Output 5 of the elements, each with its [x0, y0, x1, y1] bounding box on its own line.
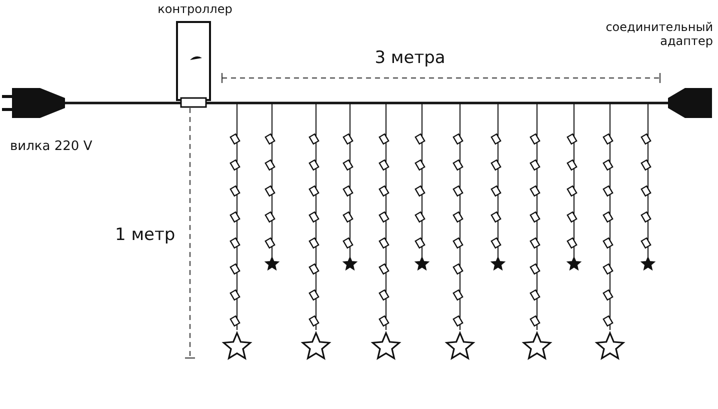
- plug-label: вилка 220 V: [10, 139, 94, 154]
- controller-label: контроллер: [156, 2, 234, 16]
- length-label: 3 метра: [374, 48, 446, 68]
- adapter-label: соединительный адаптер: [604, 20, 713, 48]
- height-label: 1 метр: [115, 225, 176, 245]
